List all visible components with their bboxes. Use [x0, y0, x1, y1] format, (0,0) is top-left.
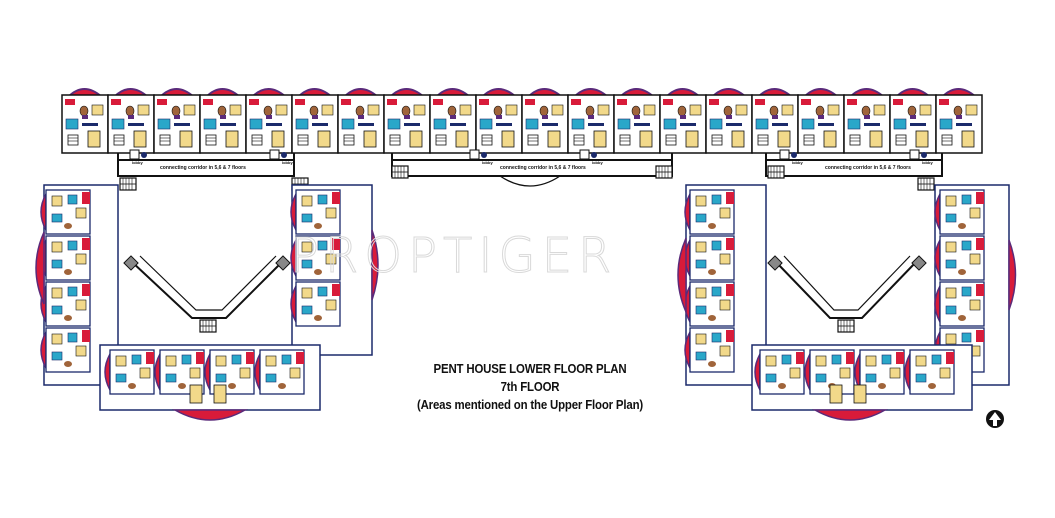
lobby-label: lobby — [792, 160, 803, 165]
plan-note: (Areas mentioned on the Upper Floor Plan… — [416, 397, 644, 412]
corridor-label-right: connecting corridor in 5,6 & 7 floors — [825, 165, 911, 171]
lobby-label: lobby — [282, 160, 293, 165]
plan-title: PENT HOUSE LOWER FLOOR PLAN — [433, 361, 627, 376]
lobby-label: lobby — [482, 160, 493, 165]
top-wing-units — [61, 88, 983, 154]
corridor-label-middle-b: corridor in 5,6 & 7 floors — [528, 165, 586, 171]
north-arrow-icon — [986, 410, 1004, 428]
watermark-text: PROPTIGER — [289, 228, 618, 285]
plan-title-block: PENT HOUSE LOWER FLOOR PLAN 7th FLOOR (A… — [400, 360, 660, 414]
lobby-label: lobby — [922, 160, 933, 165]
plan-floor: 7th FLOOR — [500, 379, 560, 394]
left-wing-block — [35, 184, 379, 421]
right-wing-block — [677, 184, 1017, 421]
corridor-label-middle-a: connecting — [500, 165, 527, 171]
lobby-label: lobby — [592, 160, 603, 165]
lobby-label: lobby — [132, 160, 143, 165]
corridor-label-left: connecting corridor in 5,6 & 7 floors — [160, 165, 246, 171]
